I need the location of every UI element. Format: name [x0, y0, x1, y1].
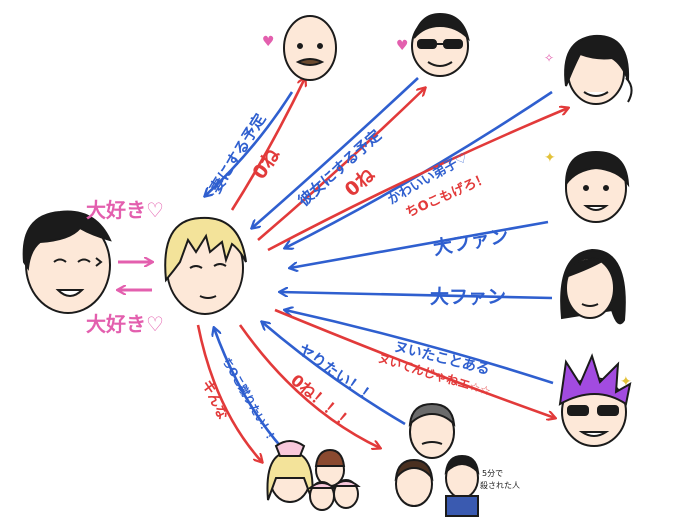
middle-aged-man-icon [408, 402, 456, 459]
mutual-love-arrows [118, 262, 152, 290]
sparkle-icon: ✦ [620, 374, 632, 390]
label-dai-fan-2: 大ファン [430, 286, 507, 308]
two-men-icon [394, 454, 480, 517]
left-man-face-icon [22, 210, 112, 314]
short-hair-man-icon [564, 150, 630, 223]
sunglasses-man-icon [411, 12, 470, 77]
sparkle-icon: ✦ [544, 150, 556, 166]
label-korosareta: 殺された人 [480, 481, 520, 490]
nurses-icon [266, 440, 361, 511]
heart-icon: ♥ [396, 38, 409, 54]
center-blond-man-icon [164, 216, 247, 315]
label-daisuki-bottom: 大好き♡ [86, 312, 164, 336]
long-hair-man-icon [564, 34, 633, 105]
sparkle-icon: ✧ [544, 51, 554, 65]
long-hair-woman-icon [560, 248, 626, 325]
outgoing-red-arrows [196, 78, 568, 462]
bald-man-icon [283, 15, 337, 81]
label-five-min: 5分で [482, 469, 504, 478]
heart-icon: ♥ [262, 34, 275, 50]
purple-hair-man-icon [558, 353, 632, 447]
label-daisuki-top: 大好き♡ [86, 198, 164, 222]
